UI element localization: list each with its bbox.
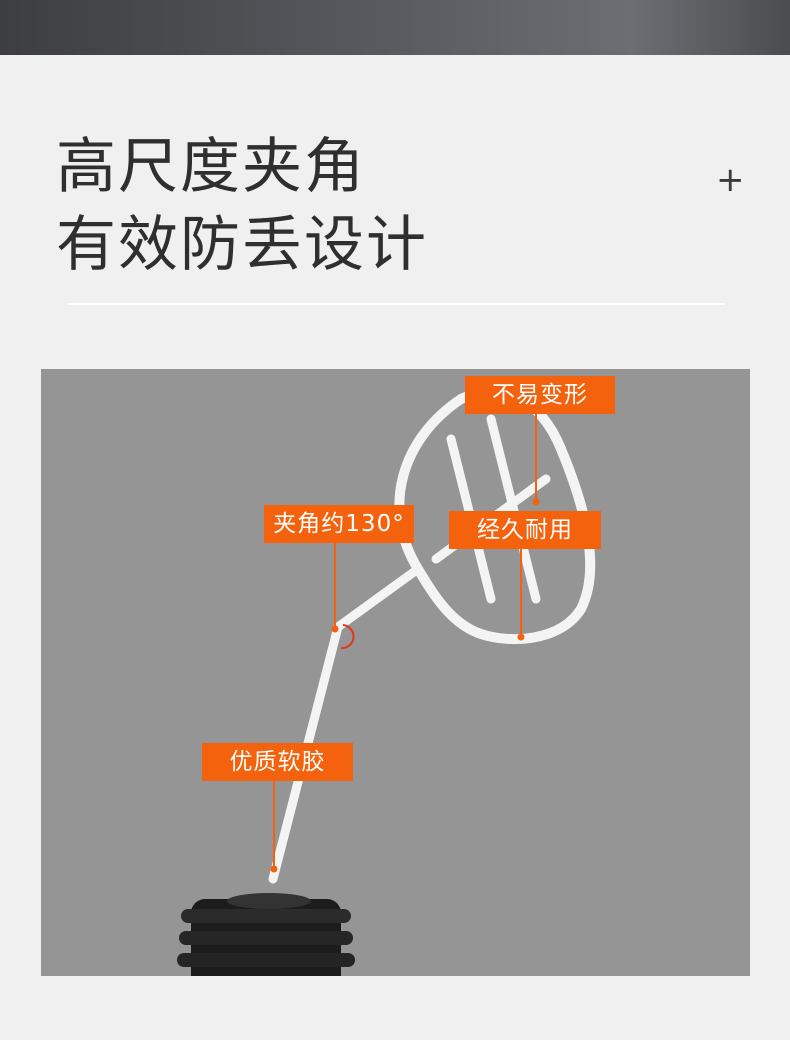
callout-durable: 经久耐用 bbox=[449, 511, 601, 549]
leader-dot-durable bbox=[517, 633, 525, 641]
callout-material: 优质软胶 bbox=[202, 743, 353, 781]
plus-icon: + bbox=[716, 160, 745, 200]
headline-line-1: 高尺度夹角 bbox=[56, 132, 366, 202]
silicone-strap-illustration bbox=[177, 386, 596, 976]
rubber-cap bbox=[177, 893, 355, 976]
leader-dot-deformation bbox=[532, 498, 540, 506]
leader-dot-material bbox=[270, 865, 278, 873]
angle-arc-marker bbox=[340, 624, 355, 650]
top-banner-bar bbox=[0, 0, 790, 55]
callout-deformation: 不易变形 bbox=[465, 376, 615, 414]
strap-stem bbox=[268, 564, 423, 884]
strap-loop-bar-3 bbox=[486, 414, 541, 604]
leader-dot-angle bbox=[331, 625, 339, 633]
divider-line bbox=[68, 303, 725, 305]
page-headline: 高尺度夹角 有效防丢设计 bbox=[56, 128, 428, 284]
strap-loop-outer bbox=[394, 386, 596, 644]
callout-angle: 夹角约130° bbox=[264, 505, 414, 543]
headline-line-2: 有效防丢设计 bbox=[56, 210, 428, 280]
product-photo: 不易变形 经久耐用 夹角约130° 优质软胶 bbox=[41, 369, 750, 976]
